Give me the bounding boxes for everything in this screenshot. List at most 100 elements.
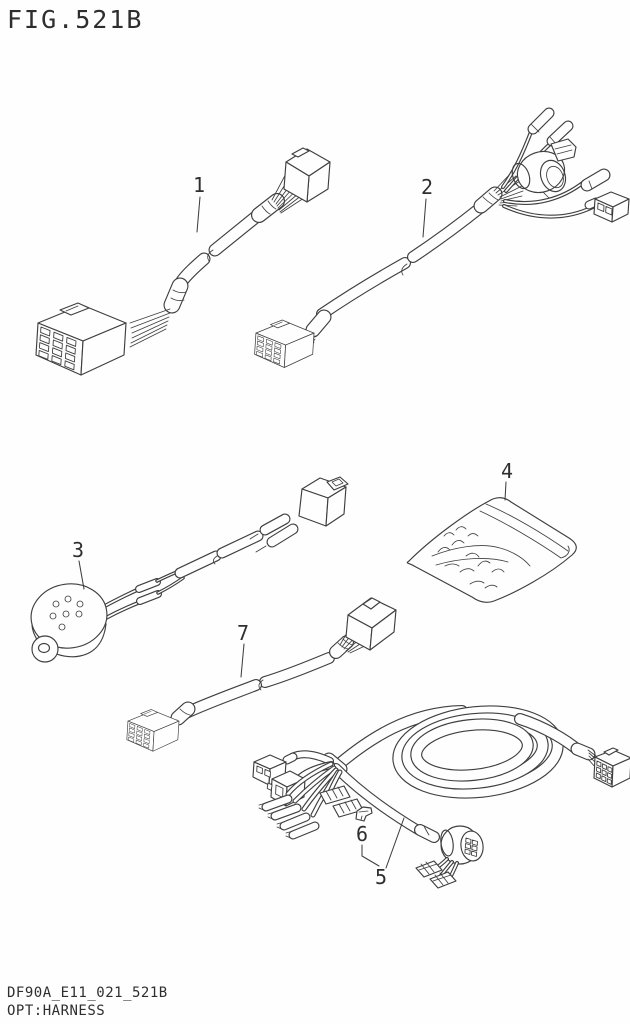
bullet-1-base — [530, 123, 540, 133]
bag-crease-lines — [431, 545, 531, 567]
callout-5-label[interactable]: 5 — [375, 865, 387, 889]
mini-connector-a-grid — [418, 861, 438, 875]
buzzer-hole — [49, 612, 57, 620]
key-switch-face-inner — [546, 165, 564, 189]
bullet-terminal-1 — [528, 108, 554, 134]
mount-hole — [37, 642, 51, 654]
connector-side — [325, 486, 347, 527]
callout-7-leader — [240, 643, 245, 678]
callout-4-label[interactable]: 4 — [501, 459, 513, 483]
cable-segment-upper — [408, 203, 485, 262]
bag-fold-lines — [479, 503, 570, 559]
boot-upper-ridges — [261, 200, 277, 215]
cap-wire — [504, 181, 585, 204]
ferrule-2 — [137, 591, 161, 604]
plug-latch — [362, 597, 381, 610]
branch-two-pin-cells — [256, 765, 271, 778]
part-6-clip-drawing — [355, 806, 373, 822]
bullet-wire-1 — [502, 131, 532, 188]
spade-fork-1 — [258, 802, 267, 812]
part-2-key-switch-harness-drawing — [254, 107, 630, 368]
spade-terminal-4 — [289, 822, 319, 839]
key-switch-tab-lines — [554, 144, 573, 155]
spade-fork-4 — [285, 830, 294, 840]
buzzer-hole — [64, 595, 72, 603]
callout-3-label[interactable]: 3 — [72, 538, 84, 562]
callout-6-label[interactable]: 6 — [356, 822, 368, 846]
bag-content-squiggles — [437, 526, 505, 589]
plug-latch — [291, 147, 310, 158]
round-connector-collar — [440, 829, 454, 857]
key-switch-tab — [550, 138, 577, 162]
coil-loop-outer — [393, 706, 563, 798]
square-connector-tab — [266, 782, 273, 791]
taped-bundle-a — [175, 551, 221, 578]
callout-6-leader — [361, 844, 380, 867]
boot-lower-ridges — [170, 289, 187, 302]
spade-terminal-3 — [280, 813, 310, 830]
part-3-buzzer-drawing — [30, 476, 349, 663]
cable-break-curl — [258, 679, 264, 691]
multi-pin-connector — [254, 319, 315, 368]
option-label: OPT:HARNESS — [7, 1003, 105, 1019]
buzzer-holes — [49, 595, 84, 631]
mini-connector-b-grid — [432, 872, 452, 886]
two-pin-cells — [597, 202, 613, 216]
ferrule-1 — [136, 579, 160, 592]
clip-detail — [358, 810, 369, 821]
round-connector-boot — [415, 825, 439, 842]
cable-segment-lower — [317, 258, 410, 319]
two-pin-side — [611, 198, 630, 223]
boot-upper-ridges — [482, 192, 499, 205]
right-wire-bundle — [587, 749, 598, 769]
right-connector-side — [611, 757, 630, 788]
cable-segment-lower — [181, 680, 261, 718]
callout-1-label[interactable]: 1 — [193, 173, 205, 197]
drawing-code: DF90A_E11_021_521B — [7, 985, 168, 1001]
boot-lower — [171, 702, 195, 725]
spade-wire-2 — [293, 766, 336, 803]
spade-wire-3 — [302, 768, 338, 811]
buzzer-hole — [52, 600, 60, 608]
clip-body — [355, 806, 373, 822]
right-connector-latch — [603, 747, 619, 756]
callout-7-label[interactable]: 7 — [237, 621, 249, 645]
connector-wire-stubs — [249, 533, 267, 553]
callout-2-label[interactable]: 2 — [421, 175, 433, 199]
buzzer-hole — [62, 610, 70, 618]
wire-bundle-lower — [129, 308, 171, 348]
spade-terminal-1 — [262, 795, 292, 811]
part-5-main-harness-drawing — [252, 705, 630, 889]
sleeve-a — [260, 514, 290, 535]
key-switch-back-collar — [511, 162, 531, 190]
part-1-harness-drawing — [35, 147, 331, 376]
callout-2-leader — [422, 198, 427, 238]
boot-lower-ridge — [179, 708, 191, 716]
round-boot-ridge — [423, 825, 430, 836]
multi-pin-connector — [35, 302, 127, 376]
buzzer-hole — [58, 623, 66, 631]
spade-fork-2 — [267, 811, 276, 821]
tape-break-curl — [212, 555, 218, 565]
boot-lower — [306, 310, 331, 337]
buzzer-hole — [76, 600, 84, 608]
stripe-connector-1-lines — [325, 786, 344, 801]
plug-housing-front — [283, 161, 310, 203]
coil-loop-inner — [411, 719, 533, 781]
cable-break-curl — [207, 249, 214, 262]
connector-latch — [326, 476, 349, 491]
mini-connector-a — [415, 860, 443, 878]
sleeve-b — [267, 524, 298, 547]
round-connector-pins — [464, 837, 478, 857]
spade-terminal-2 — [271, 804, 301, 820]
part-4-parts-bag-drawing — [406, 497, 577, 603]
bag-outline — [406, 497, 577, 603]
boot-upper — [330, 636, 353, 658]
terminal-cap-base — [588, 180, 593, 190]
plug-housing-side — [369, 609, 397, 651]
callout-4-leader — [504, 481, 507, 501]
spade-wire-1 — [286, 762, 333, 796]
callouts-layer: 1 2 3 4 5 6 7 — [72, 173, 513, 889]
